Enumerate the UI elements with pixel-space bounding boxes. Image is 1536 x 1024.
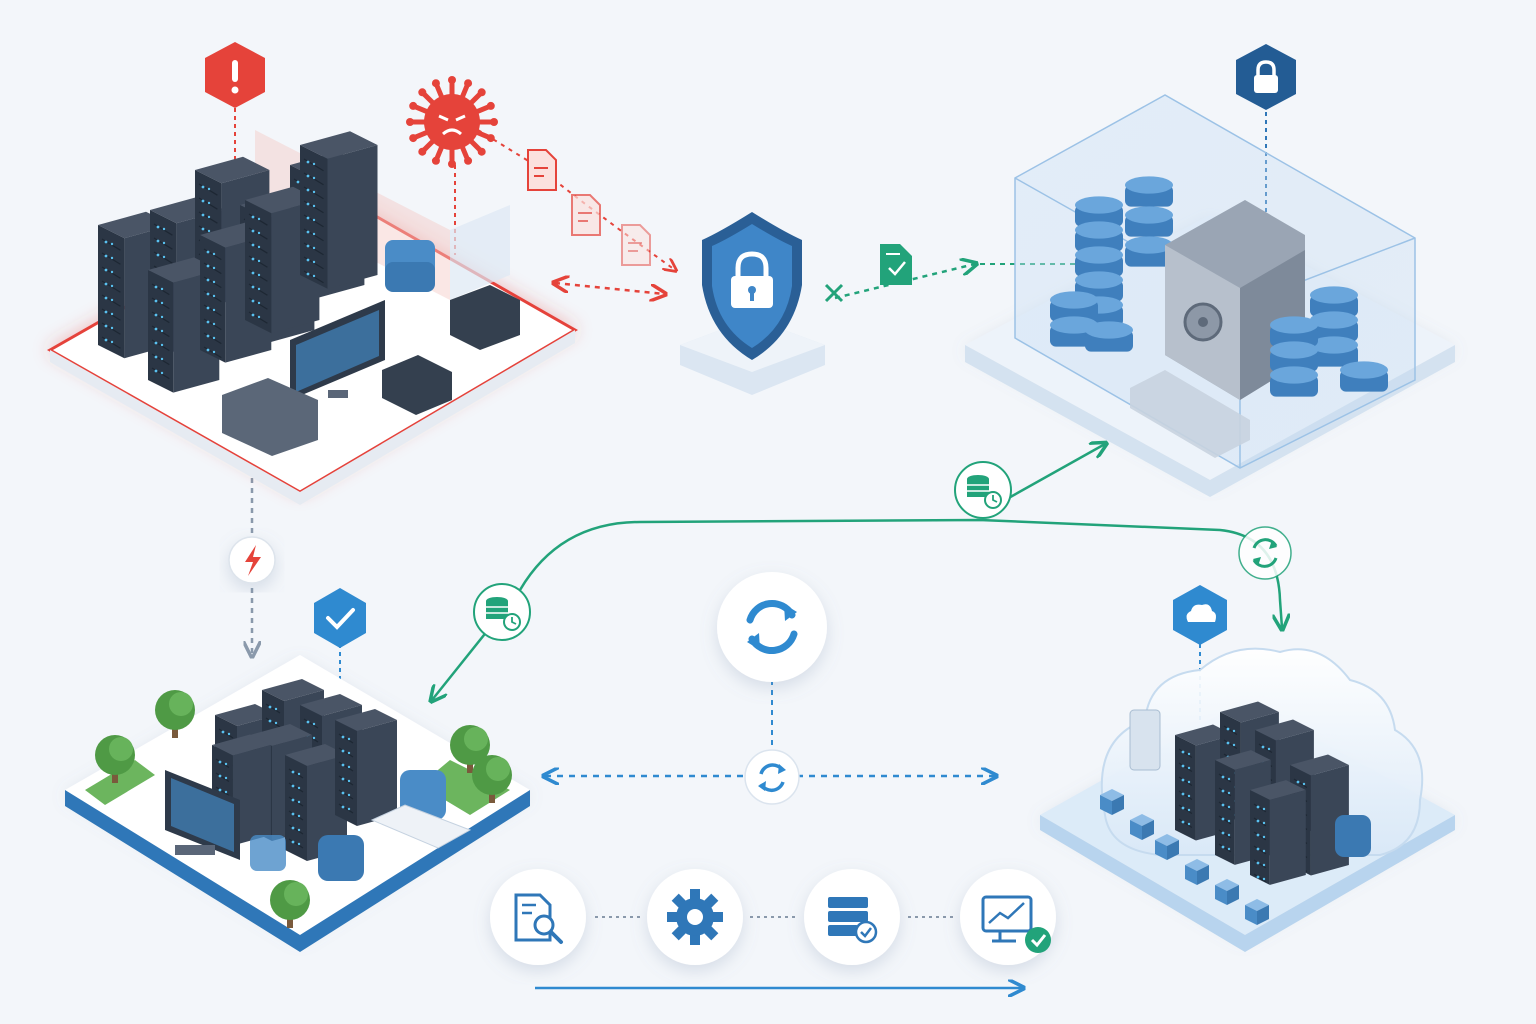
checkmark-icon [326,608,355,630]
storage-cube [1245,899,1269,925]
recovery-check-badge[interactable] [314,588,366,648]
workflow-step-monitor[interactable] [960,869,1056,965]
lightning-icon [245,545,261,576]
alert-icon [231,60,239,94]
sync-icon [758,763,786,793]
tree [450,725,490,773]
storage-disk [1075,196,1123,227]
x-cross-icon [824,283,844,303]
resync-badge[interactable] [1238,526,1292,580]
database-clock-icon [967,475,1002,509]
tree [270,880,310,928]
storage-cube-group [1100,789,1269,925]
server-rack-cluster [212,679,397,861]
sync-icon [746,600,798,654]
recovery-site [65,655,530,952]
server-rack-cluster [1175,701,1349,885]
monitor-console [165,770,240,860]
storage-disk [1050,291,1098,322]
tree-group [95,690,512,928]
failover-badge[interactable] [228,536,276,584]
storage-array [385,240,435,292]
cloud-badge[interactable] [1173,585,1227,645]
storage-disk [1310,336,1358,367]
storage-cube [1100,789,1124,815]
storage-disk [1075,246,1123,277]
malware-virus-icon [406,76,498,168]
storage-disk [1125,236,1173,267]
file-check-icon [880,244,912,285]
cloud-site [1040,647,1455,952]
monitor-console [290,300,385,400]
infected-file-icon [571,194,601,236]
alert-badge[interactable] [205,42,265,108]
server-check-icon [828,897,878,944]
threat-traffic-arrow [555,283,664,294]
monitor-chart-check-icon [981,895,1051,953]
blocked-marker [824,283,844,303]
storage-array [250,770,472,881]
storage-stack [1270,286,1388,397]
infected-file-icon [527,149,557,191]
sync-icon [1252,538,1278,568]
database-clock-icon [486,597,521,631]
storage-cube [1155,834,1179,860]
storage-disk [1085,321,1133,352]
cloud-icon [1186,604,1216,622]
tree [472,755,512,803]
padlock-icon [1254,60,1278,93]
storage-disk [1125,176,1173,207]
vault-backup-arrow [1004,444,1105,502]
snapshot-badge[interactable] [473,583,531,641]
storage-cube [1215,879,1239,905]
infected-files [527,149,651,266]
server-rack [1250,780,1306,885]
server-rack-cluster [98,131,378,393]
infected-file-icon [621,224,651,266]
storage-disk [1125,206,1173,237]
workflow-step-configure[interactable] [647,869,743,965]
firewall-shield[interactable] [680,212,825,395]
storage-disk [1310,311,1358,342]
workflow-step-analyze[interactable] [490,869,586,965]
storage-disk [1270,341,1318,372]
sync-hub[interactable] [717,572,827,682]
vault-lock-badge[interactable] [1236,44,1296,110]
clean-file [880,244,912,285]
storage-disk [1075,221,1123,252]
malware-virus [406,76,498,168]
tree [155,690,195,738]
storage-disk [1310,286,1358,317]
storage-disk [1270,316,1318,347]
replication-path [432,518,1282,700]
server-rack [335,709,397,826]
storage-disk [1270,366,1318,397]
padlock-icon [731,251,773,308]
workflow-step-restore[interactable] [804,869,900,965]
storage-disk [1340,361,1388,392]
gear-icon [667,889,723,945]
vault-site [965,94,1455,497]
server-rack [300,131,378,289]
primary-site [46,130,578,505]
storage-stack [1050,176,1173,352]
document-search-icon [514,893,563,944]
tree [95,735,135,783]
storage-cube [1130,814,1154,840]
snapshot-badge[interactable] [954,461,1012,519]
sync-small-badge[interactable] [744,749,800,805]
storage-cube [1185,859,1209,885]
